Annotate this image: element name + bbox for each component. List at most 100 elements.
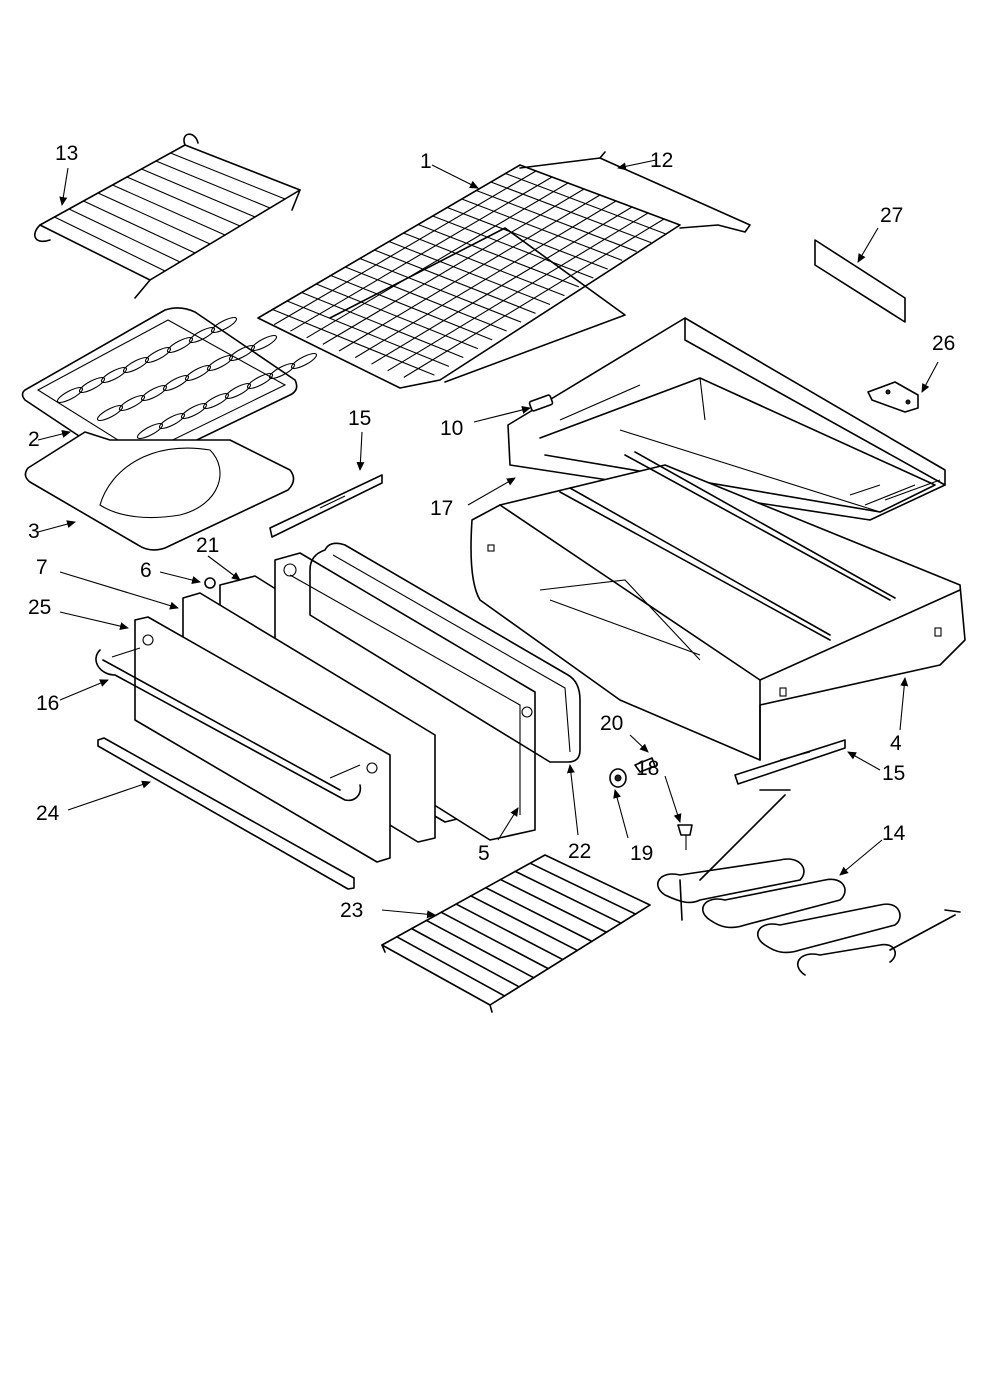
callout-5: 5 [478,842,490,865]
wire-line [141,168,256,218]
part-22-gasket [309,542,581,763]
leader-lines [37,159,939,919]
grid-slot [136,422,164,440]
callout-13: 13 [55,142,78,165]
grid-slot [166,336,194,354]
part-17-drawer-liner [507,317,946,521]
grid-slot [268,362,296,380]
callout-10: 10 [440,417,463,440]
grid-slot [228,344,256,362]
part-12-rack-guide [519,151,751,233]
wire-line [354,200,617,359]
grid-slot [250,334,278,352]
wire-line [470,895,579,952]
callout-1: 1 [420,150,432,173]
grid-slot [224,382,252,400]
part-20-stud [634,757,656,773]
part-15-slide-rail-lower [734,739,846,785]
part-3-broiler-pan [24,431,295,551]
part-18-screw [677,824,693,850]
callout-24: 24 [36,802,60,825]
callout-20: 20 [600,712,623,735]
part-16-handle [95,647,362,802]
grid-slot [202,392,230,410]
wire-line [68,208,181,263]
callout-17: 17 [430,497,453,520]
callout-14: 14 [882,822,906,845]
part-27-cover-plate [814,239,906,323]
wire-line [112,184,226,236]
wire-line [322,188,585,345]
callout-15-lower: 15 [882,762,905,785]
grid-slot [246,372,274,390]
callout-26: 26 [932,332,955,355]
wire-line [290,176,553,332]
wire-line [371,206,633,365]
callout-4: 4 [890,732,902,755]
grid-slot [100,366,128,384]
callout-15-upper: 15 [348,407,371,430]
grid-slot [56,386,84,404]
wire-line [273,170,537,326]
part-23-lower-rack [381,854,651,1013]
part-26-bracket [867,381,919,413]
grid-slot [140,384,168,402]
callout-22: 22 [568,840,591,863]
grid-slot [96,404,124,422]
wire-line [170,152,286,200]
wire-line [455,903,564,961]
callout-21: 21 [196,534,219,557]
grid-slot [158,412,186,430]
wire-line [529,862,637,915]
part-2-broiler-grid [21,307,318,468]
wire-line [54,216,166,272]
part-15-slide-rail-upper [269,474,383,538]
callout-23: 23 [340,899,363,922]
part-25-door-front [134,616,391,863]
callout-6: 6 [140,559,152,582]
grid-slot [188,326,216,344]
part-6-screw [204,577,216,589]
grid-slot [210,316,238,334]
callout-labels: 13 1 12 27 26 2 15 10 17 3 21 7 6 25 16 … [28,142,955,922]
grid-slot [184,364,212,382]
callout-16: 16 [36,692,59,715]
callout-19: 19 [630,842,653,865]
grid-slot [122,356,150,374]
part-1-oven-rack [257,164,681,389]
callout-7: 7 [36,556,48,579]
wire-line [387,212,649,372]
wire-line [155,160,271,209]
callout-18: 18 [636,757,659,780]
callout-3: 3 [28,520,40,543]
wire-line [97,192,211,245]
wire-line [126,176,241,227]
part-13-small-rack [34,133,301,299]
wire-line [484,886,593,943]
wire-line [396,936,506,997]
grid-slot [180,402,208,420]
grid-slot [118,394,146,412]
wire-line [83,200,196,254]
grid-slot [290,352,318,370]
grid-slot [206,354,234,372]
wire-line [338,194,601,352]
wire-line [425,919,535,979]
wire-line [499,878,608,934]
grid-slot [78,376,106,394]
part-14-heating-element [657,789,961,976]
part-19-roller [609,768,627,788]
callout-27: 27 [880,204,903,227]
wire-line [514,870,622,924]
wire-line [403,218,665,378]
callout-2: 2 [28,428,40,451]
part-4-drawer-body [470,451,966,761]
wire-line [306,182,569,339]
part-10-bolt [528,394,554,412]
grid-slot [162,374,190,392]
callout-25: 25 [28,596,51,619]
wire-line [440,911,549,970]
callout-12: 12 [650,149,673,172]
wire-line [410,927,520,988]
